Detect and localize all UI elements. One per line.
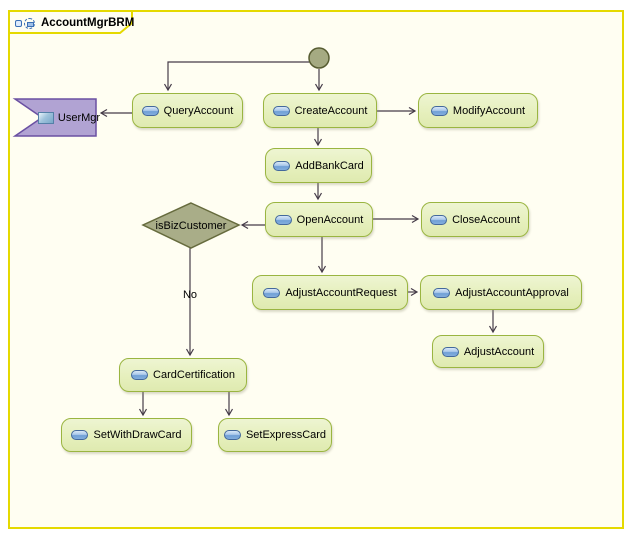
action-icon [71,430,89,440]
action-node-adjustaccountapproval[interactable]: AdjustAccountApproval [420,275,582,310]
action-node-adjustaccountrequest[interactable]: AdjustAccountRequest [252,275,408,310]
edge-initial-to-queryaccount[interactable] [163,61,310,92]
partner-node-usermgr[interactable] [12,98,97,137]
action-node-adjustaccount[interactable]: AdjustAccount [432,335,544,368]
action-node-addbankcard[interactable]: AddBankCard [265,148,372,183]
action-label: AdjustAccountApproval [455,286,569,299]
action-node-createaccount[interactable]: CreateAccount [263,93,377,128]
action-label: CreateAccount [294,104,368,117]
action-label: AddBankCard [295,159,364,172]
action-icon [141,105,159,116]
action-icon [433,287,451,298]
action-icon [430,214,448,225]
action-label: CloseAccount [452,213,520,226]
action-node-cardcertification[interactable]: CardCertification [119,358,247,392]
edge-guard-label-no: No [182,289,198,301]
action-label: CardCertification [153,369,235,381]
decision-node-isbizcustomer[interactable] [141,202,241,249]
action-node-openaccount[interactable]: OpenAccount [265,202,373,237]
initial-node[interactable] [308,47,330,69]
action-icon [274,214,292,225]
action-icon [273,160,291,171]
frame-title-tab[interactable] [8,10,133,34]
action-icon [223,430,241,440]
action-node-closeaccount[interactable]: CloseAccount [421,202,529,237]
action-label: QueryAccount [163,104,234,117]
action-icon [131,370,149,380]
action-node-queryaccount[interactable]: QueryAccount [132,93,243,128]
action-node-modifyaccount[interactable]: ModifyAccount [418,93,538,128]
action-label: AdjustAccount [463,345,535,358]
action-label: OpenAccount [296,213,364,226]
action-icon [430,105,448,116]
action-label: AdjustAccountRequest [285,286,397,299]
action-icon [441,346,459,357]
diagram-title: AccountMgrBRM [41,17,135,29]
action-node-setexpresscard[interactable]: SetExpressCard [218,418,332,452]
action-icon [263,287,281,298]
action-node-setwithdrawcard[interactable]: SetWithDrawCard [61,418,192,452]
action-label: ModifyAccount [452,104,526,117]
frame-title: AccountMgrBRM [15,14,134,32]
action-label: SetWithDrawCard [93,429,182,441]
action-label: SetExpressCard [245,429,327,441]
action-icon [272,105,290,116]
activity-diagram-icon [15,17,37,30]
